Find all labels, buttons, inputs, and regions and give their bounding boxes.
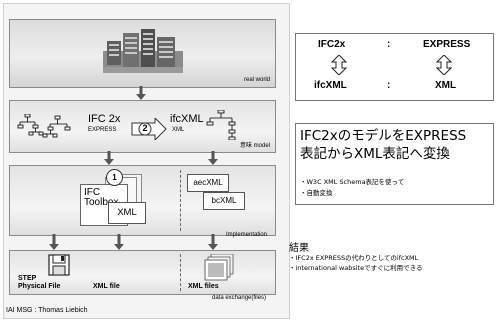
xml-tree-icon <box>206 110 236 140</box>
implementation-label: Implementation <box>226 232 268 238</box>
xml-label: XML <box>172 127 185 133</box>
double-arrow-icon-right <box>436 55 452 75</box>
model-label: 意味 model <box>239 143 270 149</box>
double-arrow-icon-left <box>331 55 347 75</box>
real-world-label: real world <box>243 77 270 83</box>
ifc2x-term: IFC2x <box>318 39 346 50</box>
bcxml-box: bcXML <box>203 192 245 210</box>
credit-text: IAI MSG : Thomas Liebich <box>6 307 88 314</box>
express-term: EXPRESS <box>423 39 471 50</box>
conversion-bullet-1: ・W3C XML Schema表記を使って <box>300 178 405 186</box>
real-world-layer: real world <box>9 19 276 88</box>
step1-number: 1 <box>106 169 123 186</box>
step2-number: 2 <box>142 123 148 133</box>
xml-term: XML <box>435 80 457 91</box>
ifc-toolbox-label: IFC Toolbox <box>84 187 119 208</box>
implementation-layer: IFC Toolbox 1 XML aecXML bcXML <box>9 165 276 236</box>
arrows-1 <box>136 86 146 100</box>
xml-files-icon <box>204 254 234 281</box>
architecture-diagram: real world IFC 2x EXPRESS <box>3 3 290 319</box>
xml-box: XML <box>108 202 146 224</box>
ifc2x-label: IFC 2x <box>88 113 121 125</box>
step-physical-file-label: STEP Physical File <box>18 275 61 290</box>
data-exchange-layer: STEP Physical File XML file XML files <box>9 250 276 295</box>
arrows-3 <box>49 234 218 250</box>
colon-bottom: : <box>387 80 391 91</box>
result-line-2: ・international wabsiteですぐに利用できる <box>289 264 423 272</box>
express-label: EXPRESS <box>88 127 117 133</box>
xml-file-label: XML file <box>93 283 120 290</box>
aecxml-box: aecXML <box>187 174 229 192</box>
conversion-title-line1: IFC2xのモデルをEXPRESS <box>300 128 467 144</box>
tree-diagram-icon <box>17 114 71 138</box>
conversion-bullet-2: ・自動変換 <box>300 189 333 197</box>
floppy-disk-icon <box>48 254 70 276</box>
conversion-arrow-icon <box>131 118 167 140</box>
buildings-image <box>103 29 183 73</box>
data-exchange-label: data exchange(files) <box>212 295 267 301</box>
result-heading: 結果 <box>289 243 309 254</box>
result-line-1: ・IFC2x EXPRESSの代わりとしてのifcXML <box>289 254 419 262</box>
mapping-box: IFC2x : EXPRESS ifcXML : XML <box>295 33 494 101</box>
divider <box>180 170 181 231</box>
conversion-box: IFC2xのモデルをEXPRESS 表記からXML表記へ変換 ・W3C XML … <box>295 123 494 205</box>
arrows-2 <box>104 151 218 165</box>
xml-files-label: XML files <box>188 283 219 290</box>
conversion-title-line2: 表記からXML表記へ変換 <box>300 146 450 162</box>
model-layer: IFC 2x EXPRESS 2 ifcXML XML 意味 model <box>9 100 276 153</box>
ifcxml-term: ifcXML <box>314 80 347 91</box>
colon-top: : <box>387 39 391 50</box>
ifcxml-label: ifcXML <box>170 113 204 125</box>
